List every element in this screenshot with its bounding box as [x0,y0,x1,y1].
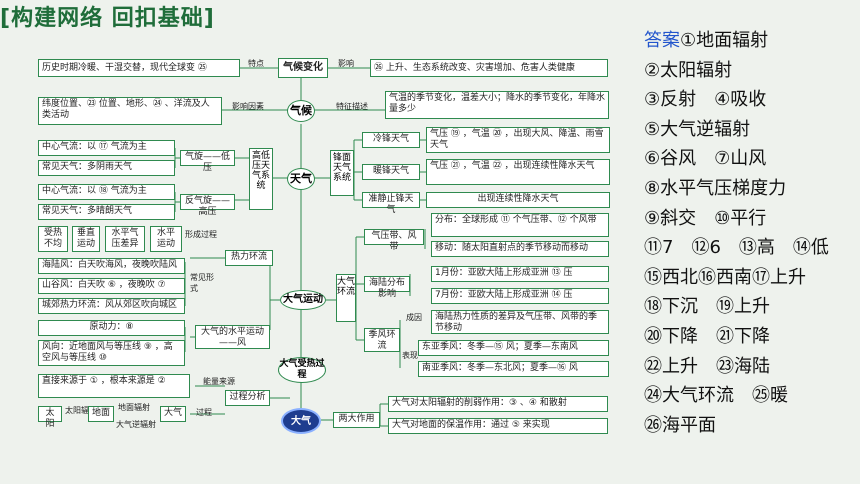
valley-breeze: 山谷风：白天吹 ⑥ ，夜晚吹 ⑦ [38,278,185,294]
two-effects: 两大作用 [333,412,380,428]
sun-radiation-label: 太阳辐射 [65,406,97,415]
monsoon: 季风环流 [364,328,400,352]
sun: 太阳 [38,406,62,429]
anticyclone: 反气旋——高压 [180,194,235,217]
south-asian-monsoon: 南亚季风：冬季—东北风；夏季—⑯ 风 [418,361,609,377]
answer-line-2: ②太阳辐射 [644,59,733,81]
pressure-system: 高低压天气系统 [249,148,273,210]
answer-line-10: ⑱下沉 ⑲上升 [644,296,770,318]
front-system: 锋面天气系统 [330,150,354,196]
label-energy: 能量来源 [203,377,235,386]
sea-land-distribution: 海陆分布影响 [364,276,410,299]
cold-front: 冷锋天气 [362,132,420,148]
atmosphere: 大气 [160,406,186,422]
label-factors: 影响因素 [232,102,264,111]
answer-line-1: 答案①地面辐射 [644,30,769,51]
answer-line-6: ⑧水平气压梯度力 [644,177,787,199]
stationary-front-desc: 出现连续性降水天气 [426,192,610,208]
urban-circulation: 城郊热力环流：风从郊区吹向城区 [38,298,185,314]
warm-front-desc: 气压 ㉑ ，气温 ㉒ ，出现连续性降水天气 [426,159,610,185]
climate-factors: 纬度位置、㉓ 位置、地形、㉔ 、洋流及人类活动 [38,97,222,125]
climate-change-feature: 历史时期冷暖、干湿交替，现代全球变 ㉕ [38,59,240,77]
back-radiation-label: 大气逆辐射 [116,420,156,429]
thermal-circulation: 热力环流 [225,250,273,266]
climate-node: 气候 [287,100,315,122]
answer-line-3: ③反射 ④吸收 [644,89,767,111]
answer-line-12: ㉒上升 ㉓海陆 [644,355,770,377]
energy-source: 直接来源于 ① ，根本来源是 ② [38,374,190,398]
answer-line-13: ㉔大气环流 ㉕暖 [644,385,788,407]
label-characteristics: 特征描述 [336,102,368,111]
chain-1: 受热不均 [38,226,68,252]
page-title: [构建网络 回扣基础] [0,6,215,31]
answer-line-5: ⑥谷风 ⑦山风 [644,148,767,170]
cyclone-flow: 中心气流：以 ⑰ 气流为主 [38,140,175,156]
answer-head: 答案 [644,30,680,51]
sea-land-breeze: 海陆风：白天吹海风，夜晚吹陆风 [38,258,185,274]
answer-line-9: ⑮西北⑯西南⑰上升 [644,266,806,288]
label-formation: 形成过程 [185,230,217,239]
belts-movement: 移动：随太阳直射点的季节移动而移动 [431,241,609,257]
climate-change-node: 气候变化 [278,58,328,78]
horizontal-motion: 大气的水平运动——风 [195,325,270,349]
east-asian-monsoon: 东亚季风：冬季—⑮ 风；夏季—东南风 [418,340,609,356]
center-atmosphere: 大气 [281,408,321,434]
cyclone-weather: 常见天气：多阴雨天气 [38,160,175,176]
climate-characteristics: 气温的季节变化，温差大小；降水的季节变化，年降水量多少 [385,91,609,119]
cold-front-desc: 气压 ⑲ ，气温 ⑳ ，出现大风、降温、雨雪天气 [426,127,610,153]
chain-3: 水平气压差异 [105,226,145,252]
ground-radiation-label: 地面辐射 [118,403,150,412]
chain-2: 垂直运动 [72,226,100,252]
heating-node: 大气受热过程 [278,357,326,383]
stationary-front: 准静止锋天气 [362,192,420,215]
process-analysis: 过程分析 [225,390,270,406]
anticyclone-flow: 中心气流：以 ⑱ 气流为主 [38,184,175,200]
answer-line-14: ㉖海平面 [644,414,716,436]
weather-node: 天气 [287,168,315,190]
label-impact: 影响 [338,59,354,68]
insulating-effect: 大气对地面的保温作用：通过 ⑤ 来实现 [388,418,608,434]
anticyclone-weather: 常见天气：多晴朗天气 [38,204,175,220]
cyclone: 气旋——低压 [180,150,235,173]
july-pressure: 7月份：亚欧大陆上形成亚洲 ⑭ 压 [431,288,609,304]
weakening-effect: 大气对太阳辐射的削弱作用：③ 、④ 和散射 [388,396,608,412]
chain-4: 水平运动 [150,226,182,252]
label-common: 常见形式 [190,273,214,293]
warm-front: 暖锋天气 [362,164,420,180]
january-pressure: 1月份：亚欧大陆上形成亚洲 ⑬ 压 [431,266,609,282]
belts-distribution: 分布：全球形成 ⑪ 个气压带、⑫ 个风带 [431,213,609,237]
pressure-belts: 气压带、风带 [364,229,424,252]
answer-panel: 答案①地面辐射 ②太阳辐射 ③反射 ④吸收 ⑤大气逆辐射 ⑥谷风 ⑦山风 ⑧水平… [644,26,854,440]
climate-change-impact: ㉖ 上升、生态系统改变、灾害增加、危害人类健康 [370,59,608,77]
ground: 地面 [88,406,114,422]
label-feature: 特点 [248,59,264,68]
circulation-node: 大气运动 [280,290,326,310]
answer-line-8: ⑪7 ⑫6 ⑬高 ⑭低 [644,237,829,259]
general-circulation: 大气环流 [336,274,356,322]
label-process: 过程 [196,408,212,417]
answer-line-7: ⑨斜交 ⑩平行 [644,207,767,229]
wind-direction: 风向：近地面风与等压线 ⑨ ，高空风与等压线 ⑩ [38,340,185,366]
monsoon-cause: 海陆热力性质的差异及气压带、风带的季节移动 [431,310,609,334]
answer-line-11: ⑳下降 ㉑下降 [644,325,770,347]
label-performance: 表现 [402,351,418,360]
answer-line-4: ⑤大气逆辐射 [644,118,751,140]
driving-force: 原动力：⑧ [38,320,185,336]
label-cause: 成因 [406,313,422,322]
